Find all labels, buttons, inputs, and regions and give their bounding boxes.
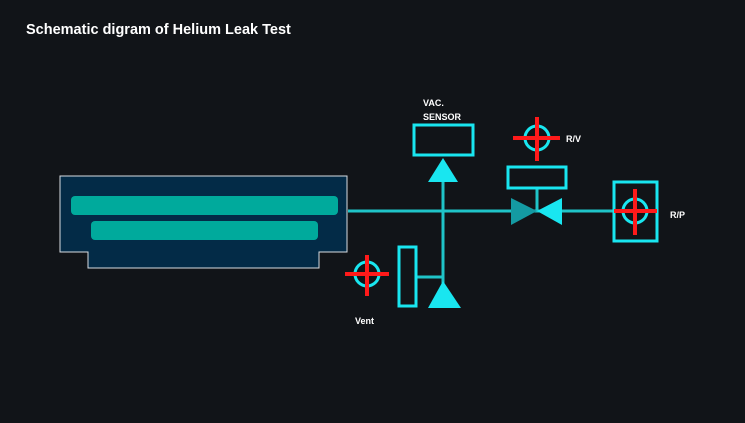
rv-gauge-icon [513,117,560,161]
vent-valve-box [397,245,418,308]
diagram-title: Schematic digram of Helium Leak Test [26,22,291,38]
vac-sensor-arrow-icon [428,158,458,182]
valve-right-triangle-icon [537,198,562,225]
vent-label: Vent [355,316,374,326]
vac-sensor-box [412,123,475,157]
vent-valve: Vent [345,245,461,326]
rv-label: R/V [566,134,581,144]
main-valve [506,165,568,225]
test-chamber [59,175,348,269]
vent-gauge-icon [345,255,389,296]
chamber-bar-top [71,196,338,215]
vac-sensor: VAC. SENSOR [412,98,475,182]
rp-label: R/P [670,210,685,220]
rp-gauge-icon [614,189,657,235]
vac-sensor-label-line1: VAC. [423,98,444,108]
chamber-bar-bottom [91,221,318,240]
vac-sensor-label-line2: SENSOR [423,112,462,122]
rv-gauge: R/V [513,117,581,161]
valve-left-triangle-icon [511,198,537,225]
main-valve-actuator [506,165,568,190]
pipeline [348,180,614,284]
rp-pump: R/P [612,180,685,243]
vent-arrow-icon [428,281,461,308]
